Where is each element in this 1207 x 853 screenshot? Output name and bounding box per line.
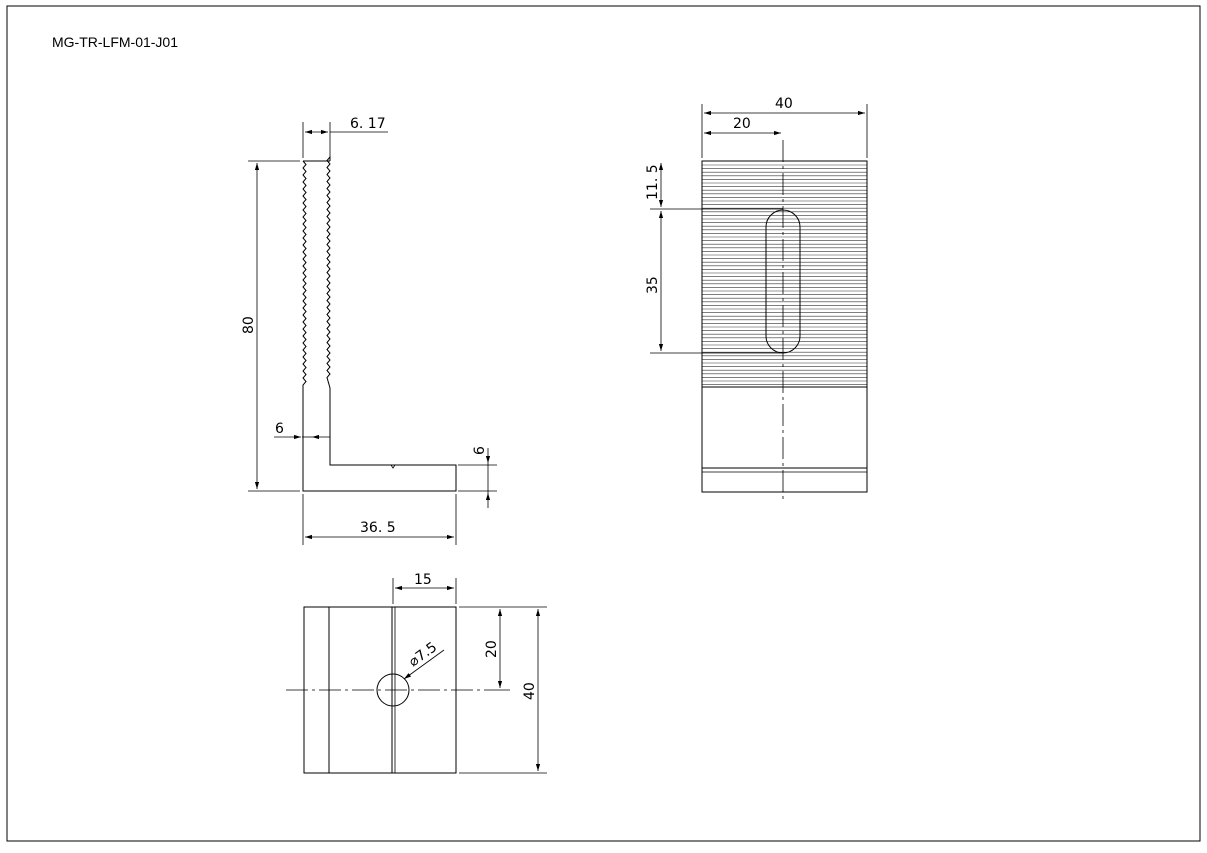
- dim-hole-offset-label: 15: [414, 572, 432, 588]
- dim-wall: 6: [274, 421, 330, 440]
- dim-top-thickness: 6. 17: [302, 116, 388, 158]
- dim-length: 36. 5: [302, 494, 457, 545]
- dim-slot-length: 35: [645, 211, 783, 354]
- dim-depth: 40: [459, 606, 547, 774]
- dim-depth-label: 40: [522, 682, 538, 700]
- dim-width-label: 40: [775, 96, 793, 112]
- drawing-title: MG-TR-LFM-01-J01: [52, 34, 179, 50]
- front-view: 40 20 11. 5 35: [645, 96, 868, 500]
- dim-foot-thickness-label: 6: [472, 446, 488, 455]
- dim-slot-offset-label: 11. 5: [645, 164, 661, 200]
- dim-half-width-label: 20: [733, 116, 751, 132]
- dim-hole-offset: 15: [392, 572, 457, 604]
- dim-half-depth-label: 20: [484, 640, 500, 658]
- dim-length-label: 36. 5: [360, 520, 396, 536]
- dim-wall-label: 6: [275, 421, 284, 437]
- dim-width: 40: [701, 96, 868, 158]
- dim-height: 80: [241, 160, 300, 492]
- serration-lines: [702, 164, 867, 385]
- dim-top-thickness-label: 6. 17: [350, 116, 386, 132]
- dim-half-width: 20: [704, 116, 781, 136]
- dim-half-depth: 20: [459, 606, 510, 691]
- dim-hole-diameter: ⌀7.5: [403, 639, 445, 680]
- sheet-border: [6, 5, 1201, 842]
- dim-foot-thickness: 6: [458, 446, 497, 508]
- bottom-view: 15 ⌀7.5 20 40: [286, 572, 547, 774]
- dim-slot-length-label: 35: [645, 276, 661, 294]
- side-view: 6. 17 80 6: [241, 116, 497, 545]
- mounting-hole: [376, 673, 410, 707]
- l-bracket-profile: [302, 155, 457, 492]
- dim-height-label: 80: [241, 316, 257, 334]
- slot: [765, 209, 801, 354]
- dim-slot-offset: 11. 5: [645, 163, 783, 210]
